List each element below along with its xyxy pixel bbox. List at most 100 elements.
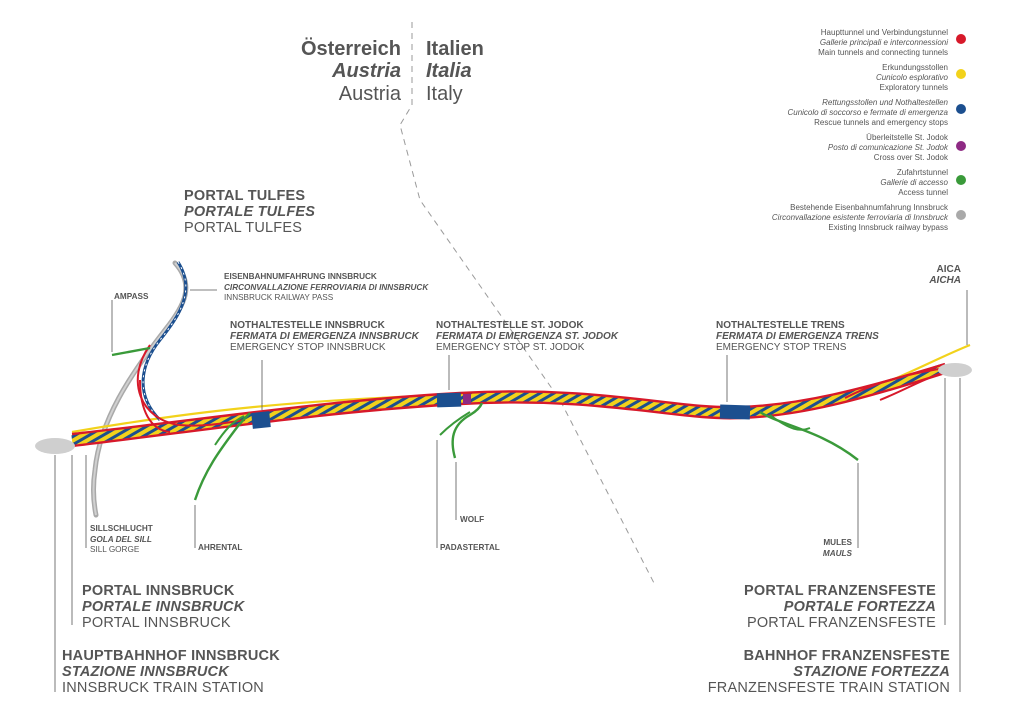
ampass-access-tunnel (111, 346, 151, 357)
portal-tulfes-de: PORTAL TULFES (184, 188, 306, 204)
country-label-austria: Österreich Austria Austria (301, 38, 401, 105)
legend-dot-access (956, 175, 966, 185)
tulfes-connecting-tunnel-2 (139, 379, 171, 433)
sillschlucht-it: GOLA DEL SILL (90, 534, 152, 544)
legend-main-en: Main tunnels and connecting tunnels (818, 47, 948, 57)
portal-tulfes-it: PORTALE TULFES (184, 204, 316, 221)
sillschlucht-de: SILLSCHLUCHT (90, 524, 153, 533)
stop-trens-de: NOTHALTESTELLE TRENS (716, 320, 845, 331)
country-italy-it: Italia (426, 60, 472, 83)
legend-item-crossover: Überleitstelle St. Jodok Posto di comuni… (828, 133, 948, 162)
label-sillschlucht: SILLSCHLUCHT GOLA DEL SILL SILL GORGE (90, 524, 153, 556)
legend-dot-main (956, 34, 966, 44)
label-railway-bypass: EISENBAHNUMFAHRUNG INNSBRUCK CIRCONVALLA… (224, 272, 428, 304)
legend-item-rescue: Rettungsstollen und Nothaltestellen Cuni… (787, 98, 948, 127)
tulfes-rescue-hatch (142, 261, 187, 421)
country-austria-en: Austria (338, 82, 401, 105)
country-austria-it: Austria (332, 60, 401, 83)
country-austria-de: Österreich (300, 38, 401, 60)
mules-de: MAULS (822, 548, 852, 558)
bypass-de: EISENBAHNUMFAHRUNG INNSBRUCK (224, 272, 377, 281)
country-italy-en: Italy (426, 82, 463, 105)
country-label-italy: Italien Italia Italy (426, 38, 484, 105)
legend-dot-crossover (956, 141, 966, 151)
legend-item-existing: Bestehende Eisenbahnumfahrung Innsbruck … (772, 203, 948, 232)
tulfes-rescue-tunnel (141, 261, 188, 422)
portal-innsbruck-ellipse (35, 438, 75, 454)
label-portal-innsbruck: PORTAL INNSBRUCK PORTALE INNSBRUCK PORTA… (82, 583, 244, 632)
label-hbf-innsbruck: HAUPTBAHNHOF INNSBRUCK STAZIONE INNSBRUC… (62, 648, 280, 697)
bf-franzensfeste-en: FRANZENSFESTE TRAIN STATION (707, 680, 950, 697)
legend-access-it: Gallerie di accesso (880, 177, 948, 187)
legend-dot-existing (956, 210, 966, 220)
legend-existing-de: Bestehende Eisenbahnumfahrung Innsbruck (790, 203, 948, 212)
stop-jodok-en: EMERGENCY STOP ST. JODOK (436, 342, 585, 354)
legend-crossover-de: Überleitstelle St. Jodok (866, 133, 948, 142)
aica-de: AICHA (929, 275, 961, 287)
portal-fortezza-ellipse (938, 363, 972, 377)
stop-trens-en: EMERGENCY STOP TRENS (716, 342, 847, 354)
legend-existing-it: Circonvallazione esistente ferroviaria d… (771, 212, 948, 222)
stop-trens-it: FERMATA DI EMERGENZA TRENS (716, 331, 879, 343)
aica-connecting-tunnel (844, 367, 946, 399)
legend-access-de: Zufahrtstunnel (896, 168, 948, 177)
legend-item-main: Haupttunnel und Verbindungstunnel Galler… (818, 28, 948, 57)
portal-tulfes-en: PORTAL TULFES (184, 220, 303, 237)
portal-innsbruck-en: PORTAL INNSBRUCK (82, 615, 231, 632)
tulfes-connecting-tunnel (136, 344, 246, 427)
label-mules: MULES MAULS (823, 538, 852, 559)
legend-crossover-it: Posto di comunicazione St. Jodok (827, 142, 948, 152)
label-ampass: AMPASS (114, 292, 149, 301)
stop-innsbruck-de: NOTHALTESTELLE INNSBRUCK (230, 320, 385, 331)
label-stop-trens: NOTHALTESTELLE TRENS FERMATA DI EMERGENZ… (716, 320, 879, 354)
label-bf-franzensfeste: BAHNHOF FRANZENSFESTE STAZIONE FORTEZZA … (708, 648, 950, 697)
label-ahrental: AHRENTAL (198, 543, 243, 552)
padastertal-access-tunnel (439, 411, 471, 436)
hbf-innsbruck-de: HAUPTBAHNHOF INNSBRUCK (62, 648, 280, 664)
bf-franzensfeste-it: STAZIONE FORTEZZA (793, 664, 950, 681)
label-portal-franzensfeste: PORTAL FRANZENSFESTE PORTALE FORTEZZA PO… (744, 583, 936, 632)
label-aica: AICA AICHA (929, 264, 961, 286)
aica-it: AICA (936, 264, 961, 275)
portal-innsbruck-it: PORTALE INNSBRUCK (82, 599, 245, 616)
legend-item-access: Zufahrtstunnel Gallerie di accesso Acces… (880, 168, 948, 197)
portal-franzensfeste-it: PORTALE FORTEZZA (783, 599, 936, 616)
emergency-stop-trens-mark (719, 404, 751, 420)
crossover-jodok-mark (463, 394, 471, 404)
mules-access-tunnel-2 (769, 414, 811, 431)
legend-dot-exploratory (956, 69, 966, 79)
portal-innsbruck-de: PORTAL INNSBRUCK (82, 583, 235, 599)
emergency-stop-innsbruck-mark (251, 411, 271, 429)
legend-item-exploratory: Erkundungsstollen Cunicolo esplorativo E… (876, 63, 948, 92)
main-tunnel-west (71, 362, 946, 436)
sillschlucht-en: SILL GORGE (90, 545, 140, 555)
label-stop-jodok: NOTHALTESTELLE ST. JODOK FERMATA DI EMER… (436, 320, 618, 354)
legend-dot-rescue (956, 104, 966, 114)
mules-it: MULES (823, 538, 852, 547)
stop-jodok-it: FERMATA DI EMERGENZA ST. JODOK (436, 331, 619, 343)
portal-franzensfeste-en: PORTAL FRANZENSFESTE (746, 615, 936, 632)
legend-existing-en: Existing Innsbruck railway bypass (828, 222, 948, 232)
legend-rescue-en: Rescue tunnels and emergency stops (814, 117, 948, 127)
bypass-en: INNSBRUCK RAILWAY PASS (224, 293, 334, 303)
bypass-it: CIRCONVALLAZIONE FERROVIARIA DI INNSBRUC… (224, 282, 429, 292)
country-italy-de: Italien (426, 38, 484, 60)
portal-franzensfeste-de: PORTAL FRANZENSFESTE (744, 583, 936, 599)
label-padastertal: PADASTERTAL (440, 543, 500, 552)
stop-jodok-de: NOTHALTESTELLE ST. JODOK (436, 320, 584, 331)
label-wolf: WOLF (460, 515, 485, 524)
ahrental-access-tunnel-2 (214, 415, 245, 446)
label-stop-innsbruck: NOTHALTESTELLE INNSBRUCK FERMATA DI EMER… (230, 320, 419, 354)
legend-rescue-it: Cunicolo di soccorso e fermate di emerge… (787, 107, 948, 117)
wolf-access-tunnel (451, 402, 484, 459)
bf-franzensfeste-de: BAHNHOF FRANZENSFESTE (743, 648, 950, 664)
legend-exploratory-it: Cunicolo esplorativo (875, 72, 948, 82)
legend-exploratory-en: Exploratory tunnels (879, 82, 948, 92)
legend-main-it: Gallerie principali e interconnessioni (819, 37, 948, 47)
legend-rescue-de: Rettungsstollen und Nothaltestellen (822, 98, 948, 107)
stop-innsbruck-it: FERMATA DI EMERGENZA INNSBRUCK (230, 331, 419, 343)
legend-main-de: Haupttunnel und Verbindungstunnel (820, 28, 948, 37)
emergency-stop-jodok-mark (436, 392, 462, 408)
hbf-innsbruck-it: STAZIONE INNSBRUCK (62, 664, 229, 681)
